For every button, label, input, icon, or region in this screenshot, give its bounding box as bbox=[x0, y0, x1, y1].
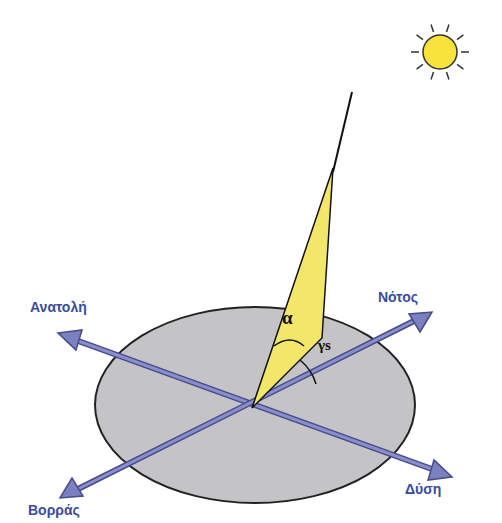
sun-symbol bbox=[411, 24, 469, 79]
angle-label: γs bbox=[318, 338, 331, 353]
angle-triangle bbox=[252, 168, 333, 408]
azimuth-arc bbox=[300, 360, 316, 384]
sun-ray-stroke bbox=[446, 24, 448, 32]
north-south-axis bbox=[72, 318, 420, 492]
direction-label: Ανατολή bbox=[30, 300, 87, 314]
sun-ray-stroke bbox=[446, 72, 448, 80]
sun-ray-stroke bbox=[417, 35, 423, 40]
sun-ray-stroke bbox=[457, 35, 463, 40]
sun-ray-stroke bbox=[431, 72, 433, 80]
sun-ray-stroke bbox=[411, 51, 419, 53]
north-south-axis-core bbox=[72, 318, 420, 492]
sun-ray-stroke bbox=[417, 64, 423, 69]
sun-ray-stroke bbox=[461, 51, 469, 53]
sun-ray-stroke bbox=[431, 24, 433, 32]
altitude-arc bbox=[274, 340, 304, 346]
direction-label: Νότος bbox=[378, 290, 418, 304]
arrow-head bbox=[58, 330, 82, 350]
sun-ray-stroke bbox=[457, 64, 463, 69]
angle-label: α bbox=[282, 308, 293, 327]
arrow-head bbox=[60, 478, 83, 498]
direction-label: Δύση bbox=[405, 482, 441, 496]
arrow-head bbox=[409, 312, 432, 332]
direction-label: Βορράς bbox=[28, 503, 80, 517]
arrow-head bbox=[428, 460, 452, 480]
sun-ray bbox=[333, 92, 352, 172]
